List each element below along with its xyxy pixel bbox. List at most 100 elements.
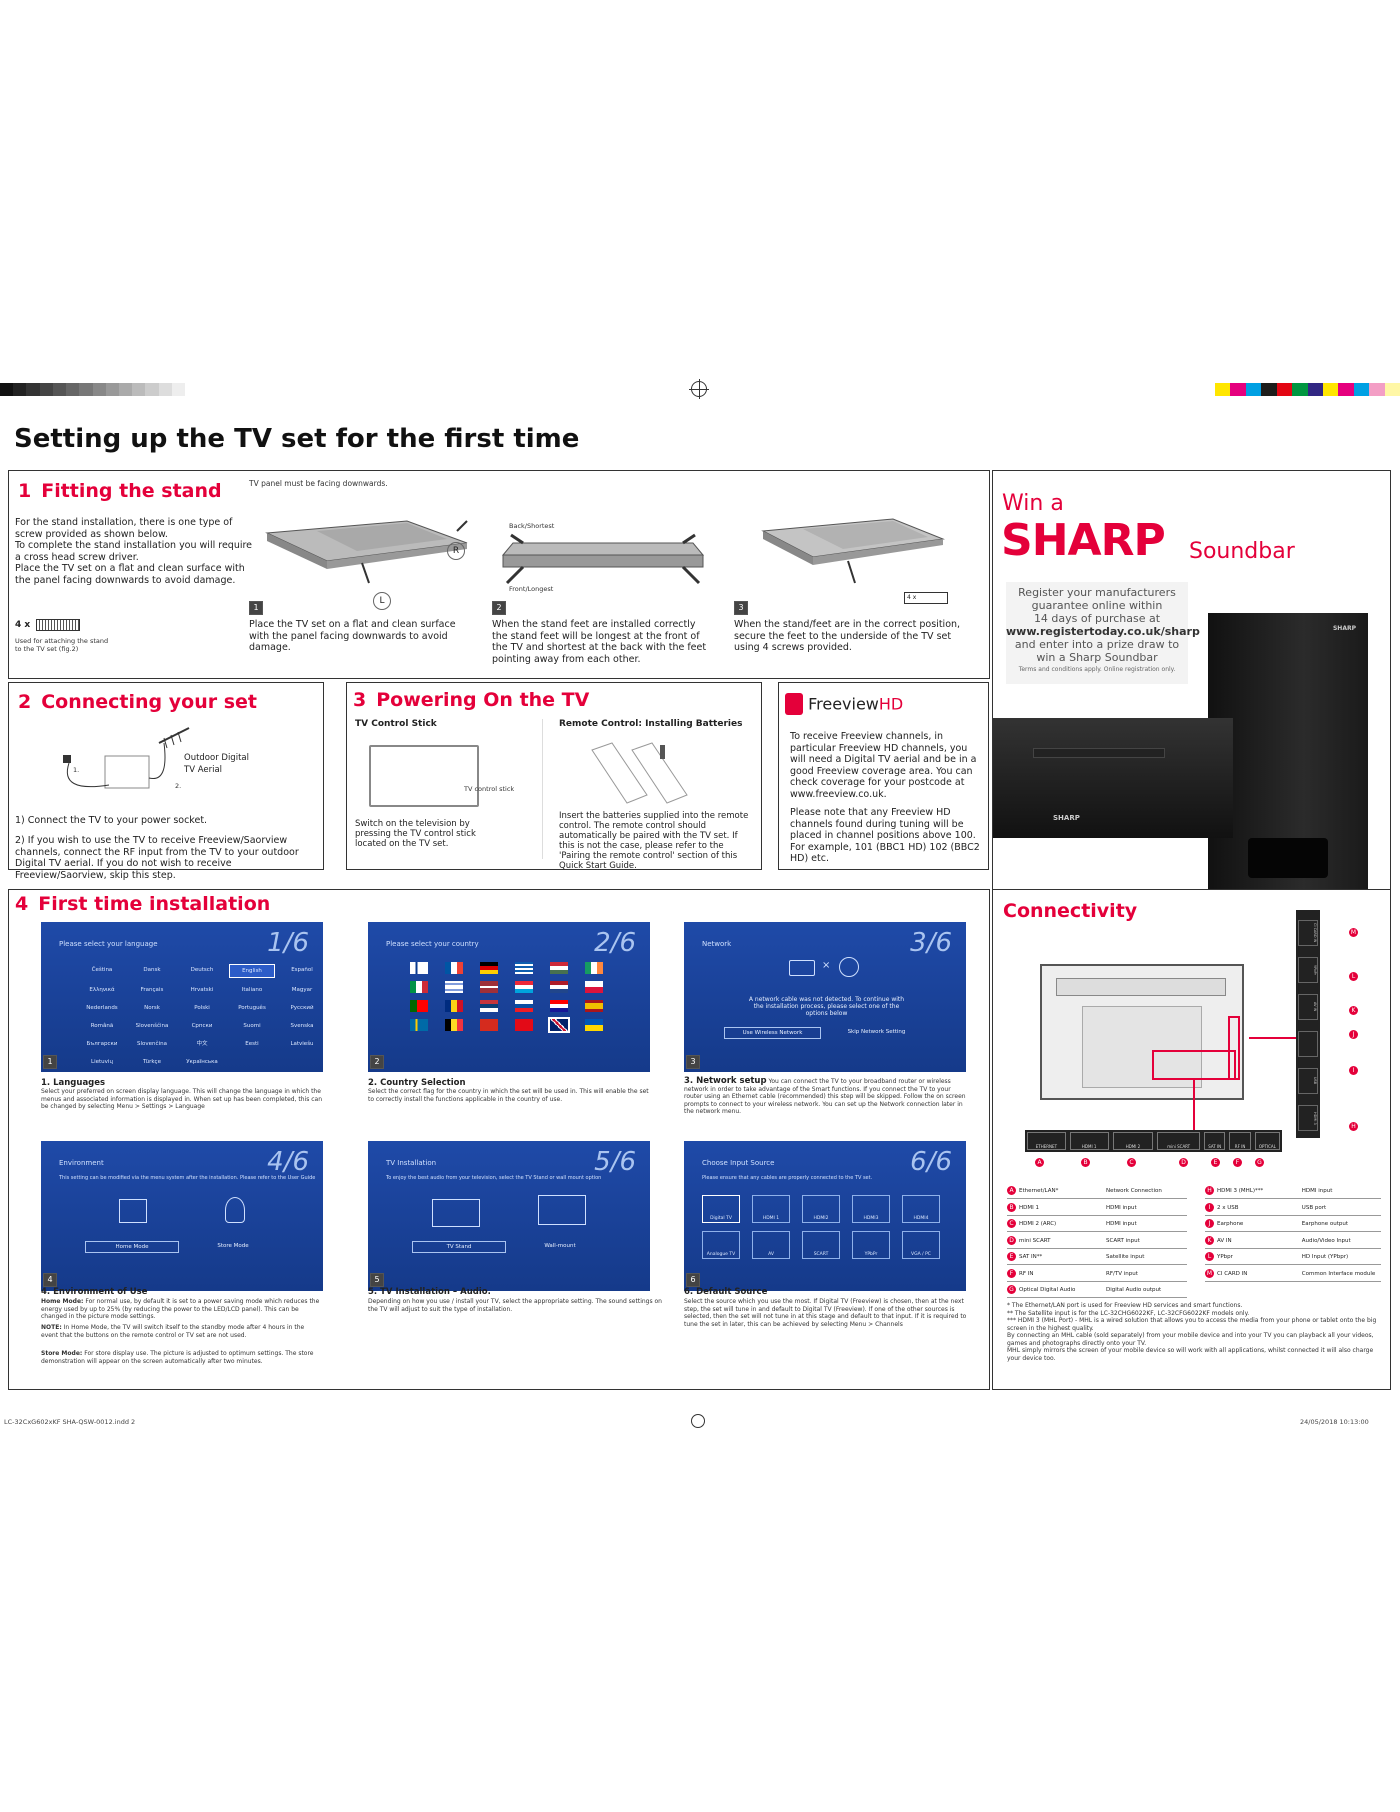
language-option[interactable]: Español <box>291 967 313 973</box>
source-tile[interactable]: HDMI2 <box>802 1195 840 1223</box>
cap-environment-store: Store Mode: For store display use. The p… <box>41 1350 314 1365</box>
wall-mount-button[interactable]: Wall-mount <box>544 1243 576 1249</box>
connect-step-1: 1) Connect the TV to your power socket. <box>15 815 208 826</box>
port-letter-badge: E <box>1211 1158 1220 1167</box>
language-option[interactable]: Lietuvių <box>91 1059 113 1065</box>
language-option[interactable]: 中文 <box>196 1041 208 1047</box>
registration-target-icon <box>689 379 709 399</box>
screen-environment: Environment 4/6 This setting can be modi… <box>41 1141 323 1291</box>
cap-source-title: 6. Default Source <box>684 1287 768 1297</box>
language-option[interactable]: Slovenčina <box>137 1041 167 1047</box>
panel-note: TV panel must be facing downwards. <box>249 479 388 488</box>
cap-environment-home: Home Mode: For normal use, by default it… <box>41 1298 320 1320</box>
language-option[interactable]: Latviešu <box>290 1041 314 1047</box>
source-tile[interactable]: SCART <box>802 1231 840 1259</box>
soundbar: SHARP <box>993 718 1233 838</box>
language-option[interactable]: Polski <box>194 1005 210 1011</box>
language-option[interactable]: Magyar <box>291 987 313 993</box>
side-port: HDMI 3 <box>1298 1105 1318 1131</box>
source-tile[interactable]: AV <box>752 1231 790 1259</box>
language-option[interactable]: Svenska <box>290 1023 314 1029</box>
language-option[interactable]: Hrvatski <box>190 987 214 993</box>
store-mode-button[interactable]: Store Mode <box>217 1243 249 1249</box>
source-tile[interactable]: Analogue TV <box>702 1231 740 1259</box>
registration-strip-color <box>1215 383 1400 396</box>
back-shortest-label: Back/Shortest <box>509 522 555 530</box>
language-option[interactable]: Български <box>86 1041 118 1047</box>
connectivity-note: * The Ethernet/LAN port is used for Free… <box>1007 1302 1243 1309</box>
home-mode-button[interactable]: Home Mode <box>85 1241 179 1253</box>
remote-heading: Remote Control: Installing Batteries <box>559 719 743 729</box>
cap-tv-install: Depending on how you use / install your … <box>368 1298 662 1313</box>
use-wireless-button[interactable]: Use Wireless Network <box>724 1027 821 1039</box>
port-letter-badge: B <box>1081 1158 1090 1167</box>
language-option[interactable]: Italiano <box>241 987 263 993</box>
freeview-icon <box>785 693 803 715</box>
sharp-logo: SHARP <box>1001 515 1166 566</box>
side-port: CI CARD IN <box>1298 920 1318 946</box>
source-tile[interactable]: VGA / PC <box>902 1231 940 1259</box>
section-title: Connectivity <box>1003 900 1138 922</box>
language-option[interactable]: Nederlands <box>86 1005 118 1011</box>
port-letter-badge: C <box>1127 1158 1136 1167</box>
screw-note: Used for attaching the stand to the TV s… <box>15 637 109 653</box>
language-option[interactable]: Cрпски <box>191 1023 213 1029</box>
language-option[interactable]: Português <box>238 1005 266 1011</box>
screw-count: 4 x <box>15 620 31 630</box>
language-option[interactable]: Română <box>90 1023 114 1029</box>
language-option[interactable]: Deutsch <box>190 967 214 973</box>
freeview-logo: FreeviewHD <box>785 693 903 715</box>
tv-stand-button[interactable]: TV Stand <box>412 1241 506 1253</box>
language-option[interactable]: Suomi <box>243 1023 261 1029</box>
side-letter-badge: M <box>1349 928 1358 937</box>
language-option[interactable]: Čeština <box>91 967 113 973</box>
tv-face-down-illustration <box>265 520 468 584</box>
source-tile[interactable]: YPbPr <box>852 1231 890 1259</box>
promo-win: Win a <box>1002 491 1064 516</box>
side-letter-badge: L <box>1349 972 1358 981</box>
label-1: 1. <box>73 766 80 774</box>
language-option[interactable]: Slovenščina <box>135 1023 169 1029</box>
cap-environment-note: NOTE: In Home Mode, the TV will switch i… <box>41 1324 305 1339</box>
tv-control-stick-label: TV control stick <box>464 785 515 793</box>
language-option[interactable]: Türkçe <box>143 1059 161 1065</box>
cap-country: Select the correct flag for the country … <box>368 1088 649 1103</box>
source-tile[interactable]: HDMI4 <box>902 1195 940 1223</box>
source-tile[interactable]: Digital TV <box>702 1195 740 1223</box>
port-1: ETHERNET <box>1027 1132 1066 1150</box>
language-option[interactable]: Русский <box>290 1005 314 1011</box>
register-url[interactable]: www.registertoday.co.uk/sharp <box>1006 625 1200 638</box>
skip-network-button[interactable]: Skip Network Setting <box>847 1029 906 1035</box>
connectivity-note: By connecting an MHL cable (sold separat… <box>1007 1332 1374 1347</box>
stand-feet-illustration <box>501 533 705 585</box>
language-option[interactable]: English <box>229 964 275 978</box>
port-5: SAT IN <box>1204 1132 1226 1150</box>
language-option[interactable]: Eesti <box>245 1041 259 1047</box>
cap-languages-title: 1. Languages <box>41 1078 106 1088</box>
screen-input-source: Choose Input Source 6/6 Please ensure th… <box>684 1141 966 1291</box>
cap-source: Select the source which you use the most… <box>684 1298 967 1328</box>
label-2: 2. <box>175 782 182 790</box>
language-option[interactable]: Ελληνικά <box>89 987 115 993</box>
language-option[interactable]: Français <box>140 987 164 993</box>
letter-r: R <box>447 542 465 560</box>
footer-left: LC-32CxG602xKF SHA-QSW-0012.indd 2 <box>4 1418 136 1426</box>
language-option[interactable]: Dansk <box>143 967 161 973</box>
language-option[interactable]: Українська <box>186 1059 218 1065</box>
source-tile[interactable]: HDMI3 <box>852 1195 890 1223</box>
source-tile[interactable]: HDMI 1 <box>752 1195 790 1223</box>
connectivity-notes: * The Ethernet/LAN port is used for Free… <box>1007 1302 1379 1362</box>
language-option[interactable]: Norsk <box>144 1005 160 1011</box>
side-port: AV IN <box>1298 994 1318 1020</box>
port-letter-badge: F <box>1233 1158 1242 1167</box>
